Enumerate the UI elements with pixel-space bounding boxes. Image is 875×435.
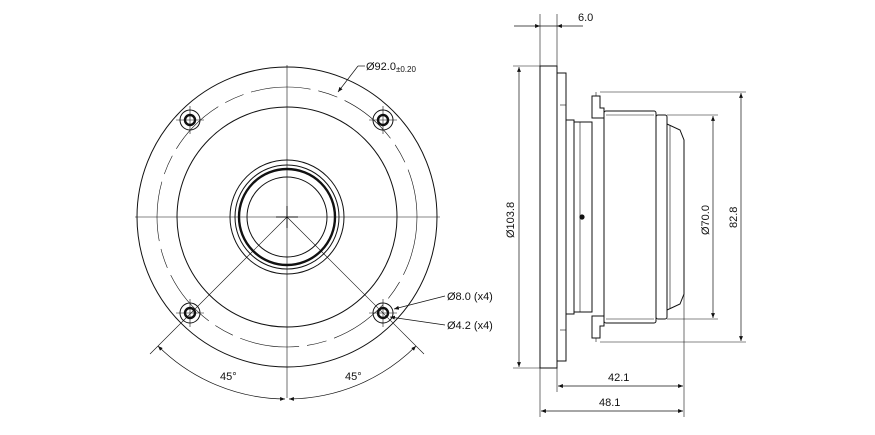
angle-ext-left xyxy=(149,216,288,355)
flange-diameter-label: Ø103.8 xyxy=(505,202,517,238)
front-view: Ø92.0±0.20 Ø8.0 (x4) Ø4.2 (x4) 45° 45° xyxy=(135,61,493,401)
hole-large-leader xyxy=(393,295,446,310)
magnet-body xyxy=(603,110,657,324)
outer-diameter-label: Ø92.0±0.20 xyxy=(366,61,416,74)
terminal-dot xyxy=(579,214,585,220)
rear-clip-top xyxy=(591,95,605,119)
angle-right-label: 45° xyxy=(345,371,362,383)
neck-inner xyxy=(573,121,593,313)
mount-hole-bottom-left xyxy=(176,299,204,327)
body-diameter-label: Ø70.0 xyxy=(700,205,712,235)
angle-left-label: 45° xyxy=(220,371,237,383)
overall-height-label: 82.8 xyxy=(728,207,740,228)
angle-arc-left xyxy=(157,345,286,401)
rear-cap-edge xyxy=(666,123,685,311)
body-depth-label: 42.1 xyxy=(608,372,629,384)
flange-step xyxy=(556,72,567,362)
rear-clip-bottom xyxy=(591,315,605,339)
side-view: 6.0 Ø103.8 Ø70.0 82.8 42.1 48.1 xyxy=(505,12,746,417)
rear-cap xyxy=(655,114,668,320)
hole-small-label: Ø4.2 (x4) xyxy=(447,320,493,332)
mount-hole-top-left xyxy=(176,106,204,134)
flange xyxy=(539,65,558,369)
hole-large-label: Ø8.0 (x4) xyxy=(447,291,493,303)
hole-small-leader xyxy=(389,315,446,326)
angle-arc-right xyxy=(288,345,417,401)
flange-thickness-label: 6.0 xyxy=(578,12,593,24)
angle-ext-right xyxy=(286,216,425,355)
neck xyxy=(565,119,575,315)
mount-hole-top-right xyxy=(369,106,397,134)
total-depth-label: 48.1 xyxy=(599,397,620,409)
outer-diameter-leader xyxy=(337,65,359,93)
